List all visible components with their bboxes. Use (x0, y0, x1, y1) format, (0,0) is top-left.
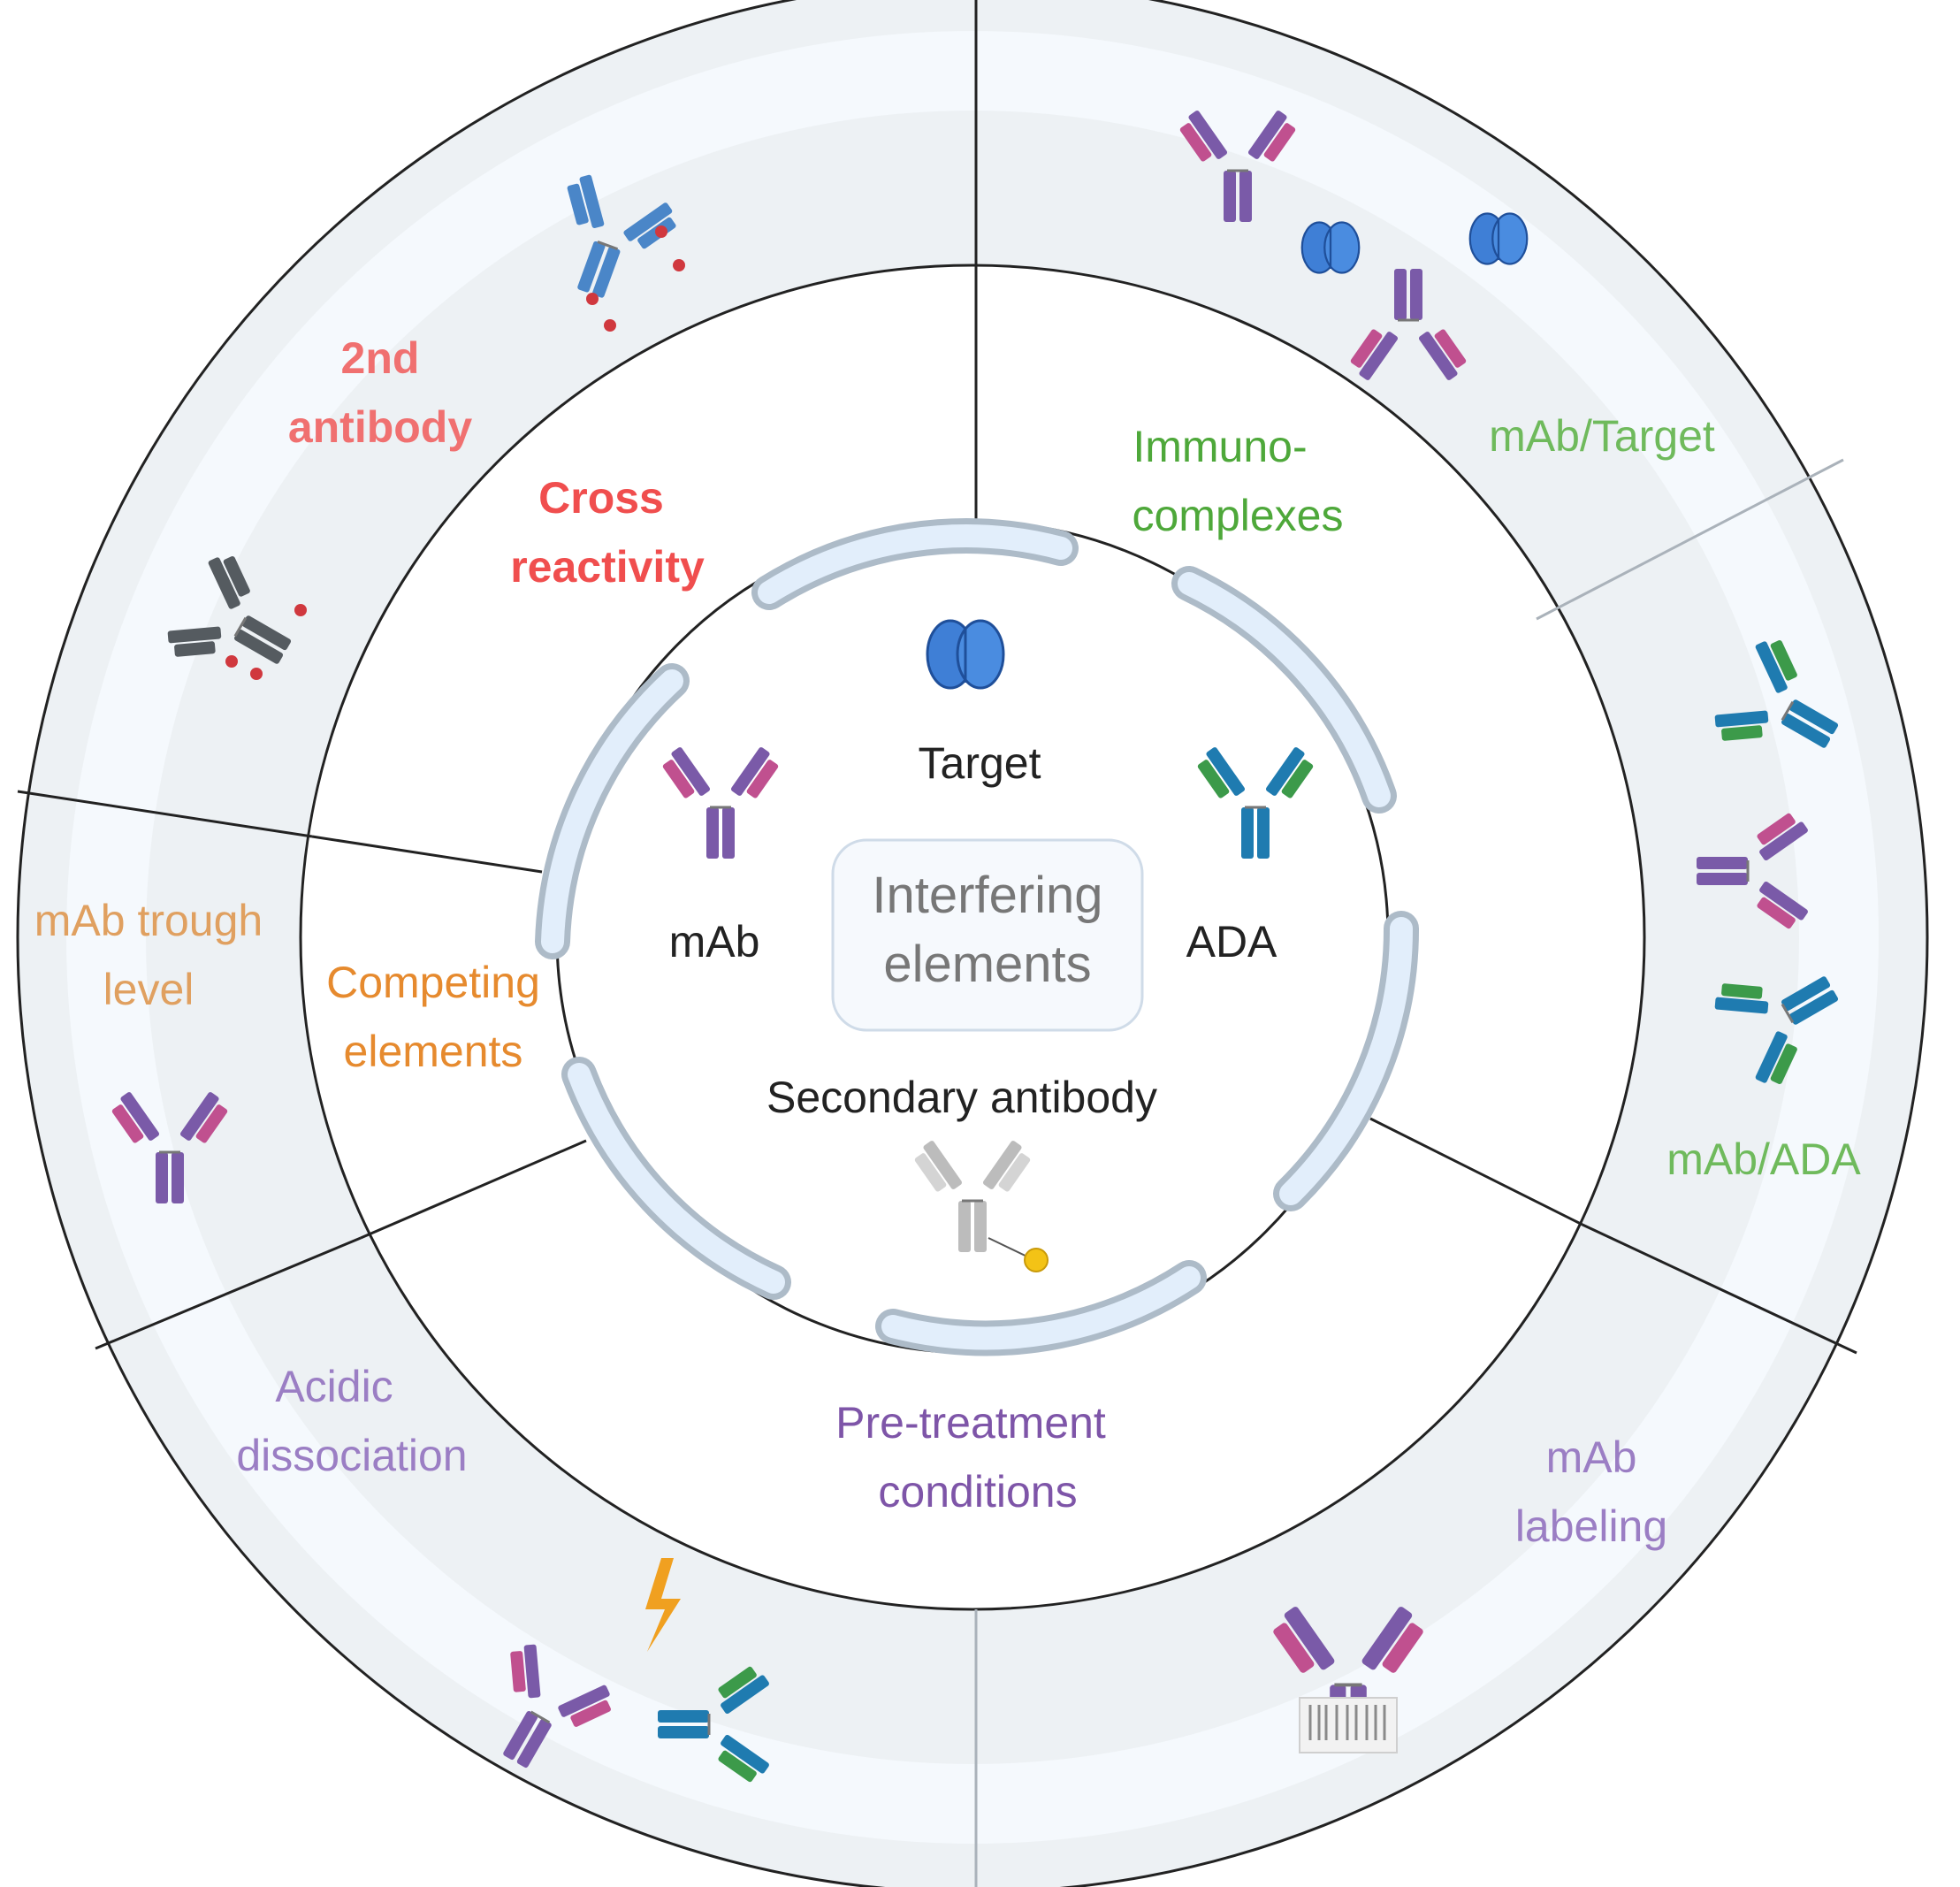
competing-elements-line1: Competing (326, 958, 540, 1007)
center-box (831, 838, 1144, 1032)
second-antibody-blue-icon (567, 174, 676, 298)
cross-reactivity-line1: Cross (538, 473, 664, 523)
acidic-dissociation-line2: dissociation (236, 1431, 467, 1480)
secondary-antibody-label: Secondary antibody (766, 1073, 1157, 1122)
outer-ring-band (66, 31, 1879, 1844)
mab-trough-line1: mAb trough (34, 896, 263, 945)
mab-target-label: mAb/Target (1489, 411, 1715, 461)
target-protein-icon-2 (1468, 212, 1529, 265)
mab-antibody-icon (662, 747, 779, 859)
center-title-line2: elements (883, 936, 1091, 993)
mab-labeling-line1: mAb (1546, 1432, 1637, 1482)
ada-antibody-icon (1197, 747, 1314, 859)
trough-antibody-icon (111, 1092, 228, 1203)
pretreatment-line2: conditions (878, 1467, 1077, 1516)
target-label: Target (919, 738, 1041, 788)
gold-label-icon (1024, 1248, 1049, 1272)
secondary-antibody-icon (914, 1141, 1031, 1252)
cross-reactivity-line2: reactivity (510, 542, 705, 592)
grey-antibody-icon (167, 556, 292, 664)
acidic-dissociation-line1: Acidic (275, 1362, 393, 1411)
pretreatment-line1: Pre-treatment (835, 1398, 1106, 1448)
mab-trough-line2: level (103, 965, 194, 1014)
outer-dividers-light (974, 458, 1844, 1887)
membrane-ring (535, 518, 1420, 1356)
mab-target-antibody-icon-1 (1179, 111, 1296, 222)
mab-ada-antibody-icon-3 (1714, 976, 1839, 1084)
mab-ada-antibody-icon-2 (1697, 813, 1808, 929)
mab-ada-antibody-icon-1 (1714, 640, 1839, 748)
star-epitope-icon (225, 225, 685, 680)
mab-ada-label: mAb/ADA (1666, 1134, 1861, 1184)
mab-label: mAb (669, 917, 760, 966)
mab-target-antibody-icon-2 (1350, 269, 1467, 380)
acidic-antibody-icon-1 (503, 1644, 611, 1769)
competing-elements-line2: elements (344, 1027, 523, 1076)
second-antibody-line2: antibody (288, 402, 473, 452)
center-title-line1: Interfering (872, 867, 1102, 924)
immunocomplexes-line2: complexes (1133, 491, 1344, 540)
mab-labeling-line2: labeling (1515, 1501, 1667, 1551)
ada-label: ADA (1186, 917, 1277, 966)
second-antibody-line1: 2nd (341, 333, 420, 383)
lightning-icon (645, 1558, 681, 1652)
barcode-icon (1299, 1697, 1398, 1753)
immunocomplexes-line1: Immuno- (1133, 422, 1307, 471)
acidic-antibody-icon-2 (658, 1666, 769, 1783)
target-icon (926, 619, 1005, 690)
middle-dividers (311, 265, 1583, 1240)
target-protein-icon-1 (1300, 221, 1361, 274)
